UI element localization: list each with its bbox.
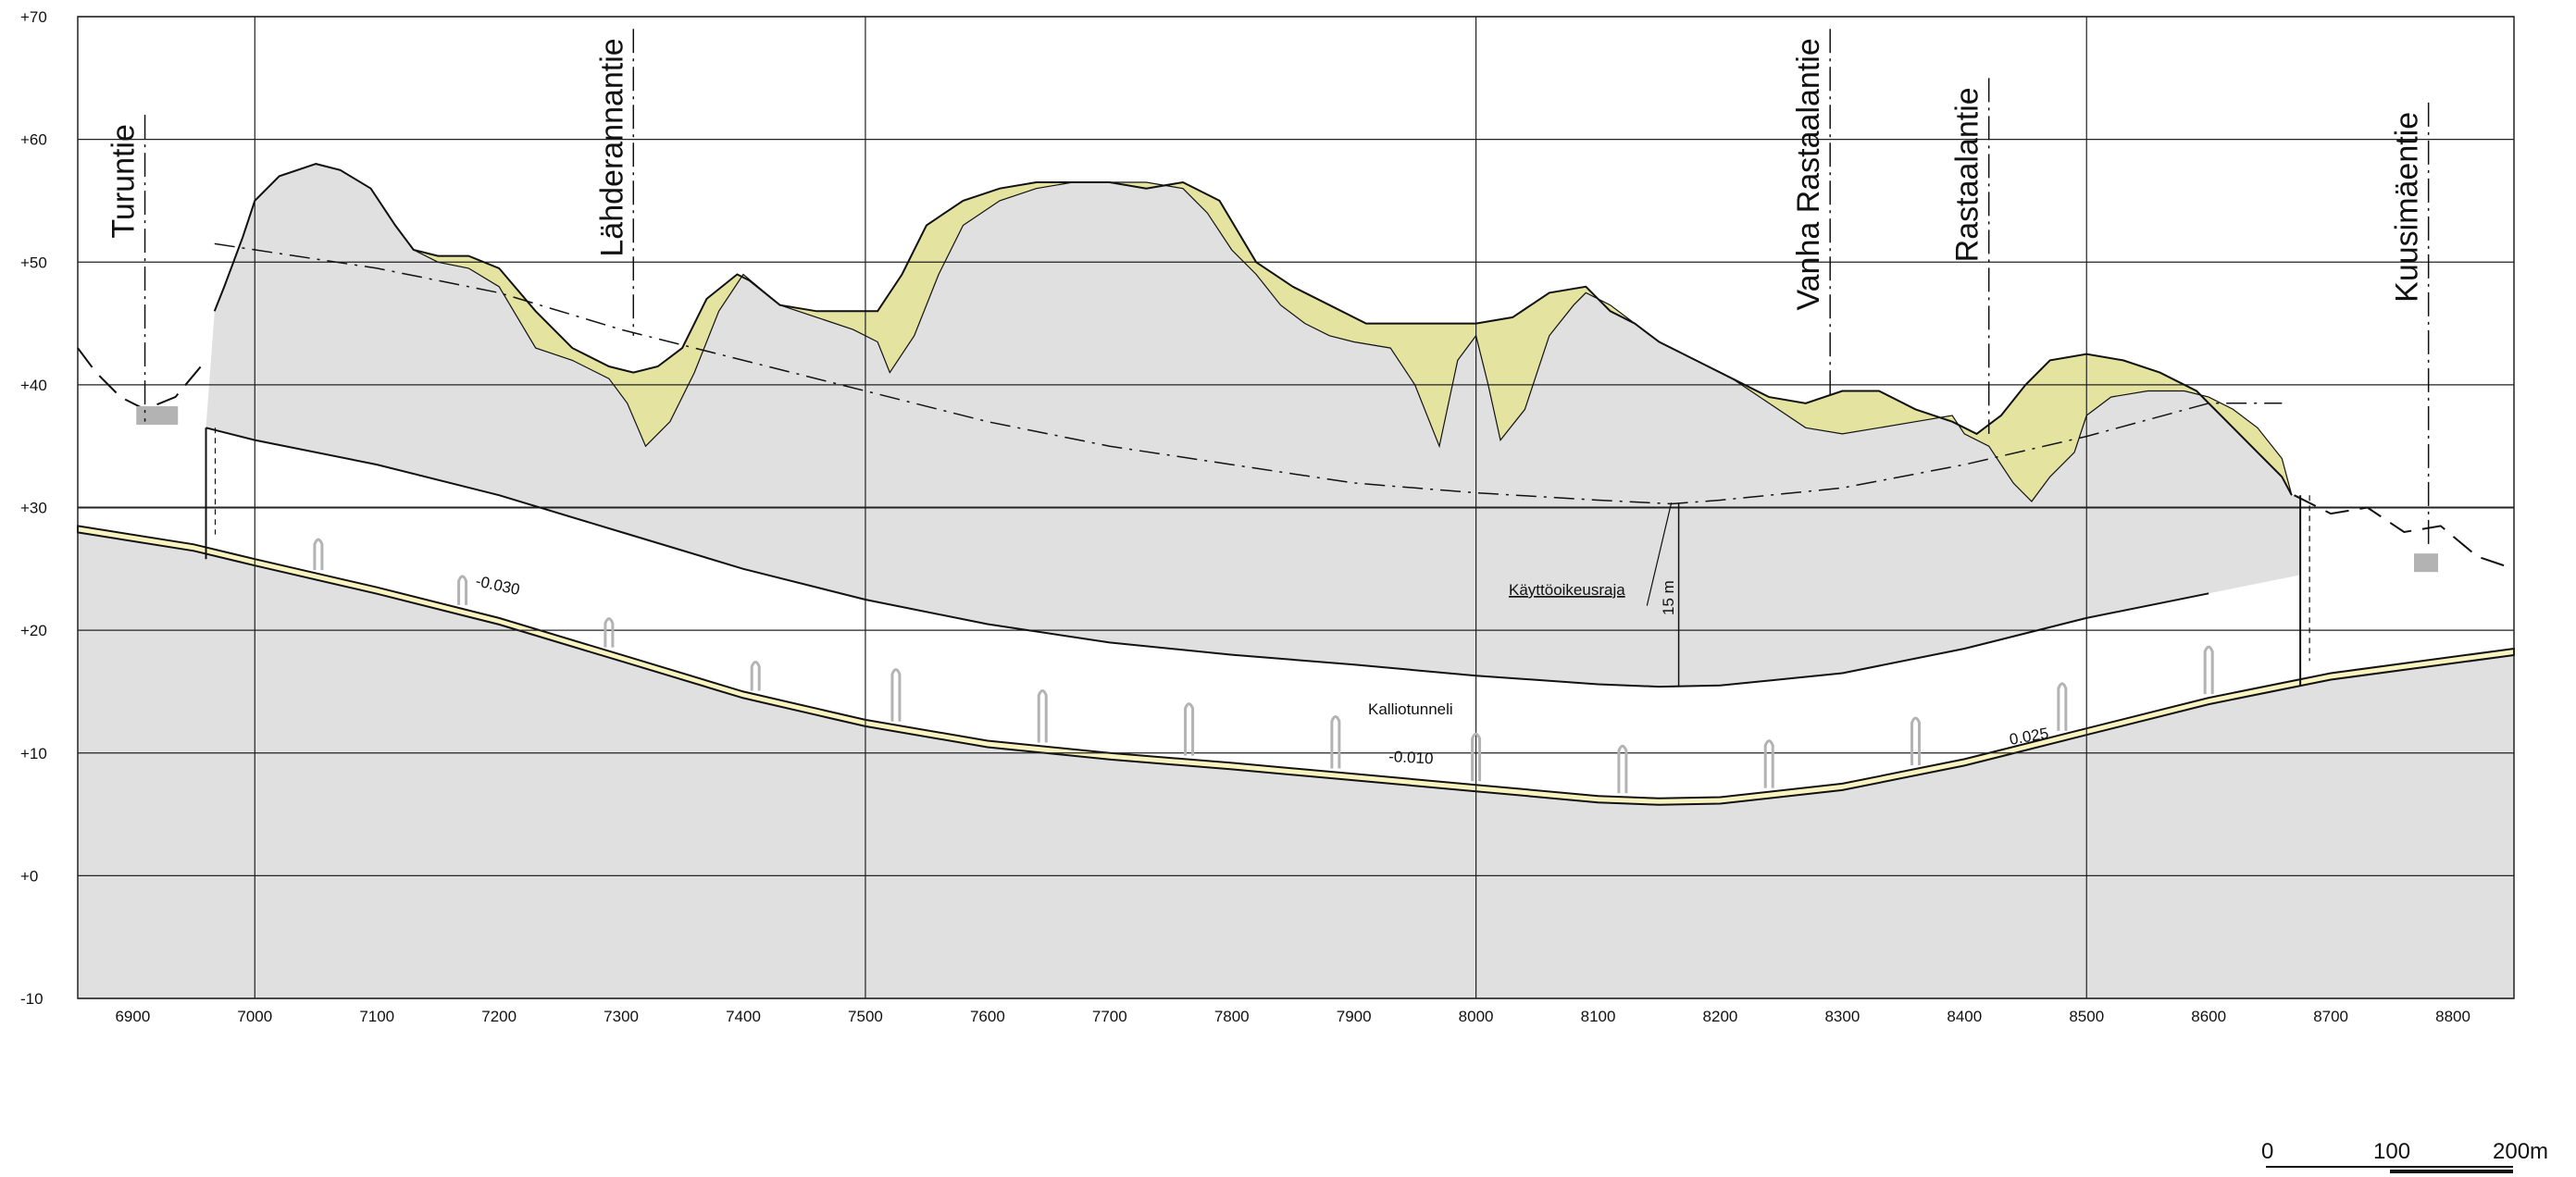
drill-hole-marker — [1617, 744, 1628, 794]
scale-label-200: 200m — [2493, 1139, 2548, 1164]
right-of-use-label: Käyttöoikeusraja — [1509, 581, 1625, 599]
y-tick-label: +10 — [20, 745, 47, 762]
y-tick-label: +60 — [20, 131, 47, 149]
x-tick-label: 7800 — [1214, 1008, 1250, 1025]
drill-hole-marker — [890, 668, 902, 722]
plot-frame — [77, 16, 2515, 999]
drill-hole-marker — [604, 617, 615, 648]
profile-lines — [77, 163, 2515, 794]
x-tick-label: 7000 — [237, 1008, 272, 1025]
y-tick-label: +50 — [20, 254, 47, 271]
x-tick-label: 7100 — [359, 1008, 394, 1025]
x-tick-label: 8400 — [1947, 1008, 1982, 1025]
y-tick-label: -10 — [20, 990, 44, 1008]
grade-label-middle: -0.010 — [1388, 748, 1434, 767]
drill-hole-marker — [750, 661, 761, 691]
x-tick-label: 8200 — [1703, 1008, 1738, 1025]
x-tick-label: 7200 — [481, 1008, 516, 1025]
y-tick-label: +70 — [20, 8, 47, 26]
x-tick-label: 7900 — [1337, 1008, 1372, 1025]
tunnel-label: Kalliotunneli — [1368, 700, 1453, 718]
road-structure — [136, 406, 179, 426]
tunnel-roof-line — [205, 427, 2209, 688]
road-structure — [2414, 553, 2439, 573]
drill-hole-marker — [1184, 702, 1195, 756]
scale-label-100: 100 — [2373, 1139, 2410, 1164]
drill-hole-marker — [1330, 715, 1341, 769]
drill-hole-marker — [1037, 689, 1048, 743]
road-crossings: Turuntie Lähderannantie Vanha Rastaalantie… — [106, 29, 2439, 573]
drill-hole-marker — [2203, 645, 2214, 695]
y-tick-label: +30 — [20, 500, 47, 517]
road-label: Kuusimäentie — [2390, 112, 2425, 303]
ground-surface-line — [213, 163, 2293, 496]
axis-ticks: -10 +0 +10 +20 +30 +40 +50 +60 +70 6900 7000 7100 72… — [20, 8, 2470, 1025]
scale-label-0: 0 — [2261, 1139, 2273, 1164]
drill-hole-marker — [2057, 682, 2068, 731]
drill-hole-marker — [1471, 732, 1482, 782]
grade-label-left: -0.030 — [474, 572, 521, 599]
y-tick-label: +20 — [20, 622, 47, 639]
x-tick-label: 8000 — [1459, 1008, 1494, 1025]
x-tick-label: 7500 — [848, 1008, 883, 1025]
x-tick-label: 7600 — [970, 1008, 1005, 1025]
leader-line — [1646, 502, 1673, 606]
clearance-label: 15 m — [1660, 580, 1677, 615]
drill-hole-marker — [1763, 739, 1774, 788]
road-label: Turuntie — [106, 124, 142, 238]
x-tick-label: 8800 — [2435, 1008, 2470, 1025]
road-label: Vanha Rastaalantie — [1791, 38, 1826, 310]
grid — [77, 16, 2515, 999]
x-tick-label: 7700 — [1092, 1008, 1127, 1025]
drill-hole-marker — [457, 575, 468, 605]
y-tick-label: +40 — [20, 377, 47, 394]
rock-above-tunnel — [205, 164, 2301, 688]
y-tick-label: +0 — [20, 867, 38, 885]
terrain-left-dashed — [77, 347, 207, 411]
x-tick-label: 8700 — [2313, 1008, 2348, 1025]
road-label: Lähderannantie — [594, 38, 629, 256]
drill-hole-marker — [1910, 716, 1922, 765]
road-label: Rastaalantie — [1950, 87, 1985, 262]
x-tick-label: 7300 — [604, 1008, 639, 1025]
rock-surface-line — [214, 163, 2293, 502]
x-tick-label: 7400 — [726, 1008, 761, 1025]
terrain-right-dashed — [2294, 494, 2515, 570]
rock-below-tunnel — [78, 532, 2514, 998]
x-tick-label: 6900 — [115, 1008, 150, 1025]
scale-bar: 0 100 200m — [2261, 1139, 2548, 1173]
x-tick-label: 8600 — [2191, 1008, 2226, 1025]
x-tick-label: 8100 — [1581, 1008, 1616, 1025]
drill-hole-marker — [313, 538, 324, 571]
x-tick-label: 8500 — [2069, 1008, 2104, 1025]
x-tick-label: 8300 — [1824, 1008, 1860, 1025]
